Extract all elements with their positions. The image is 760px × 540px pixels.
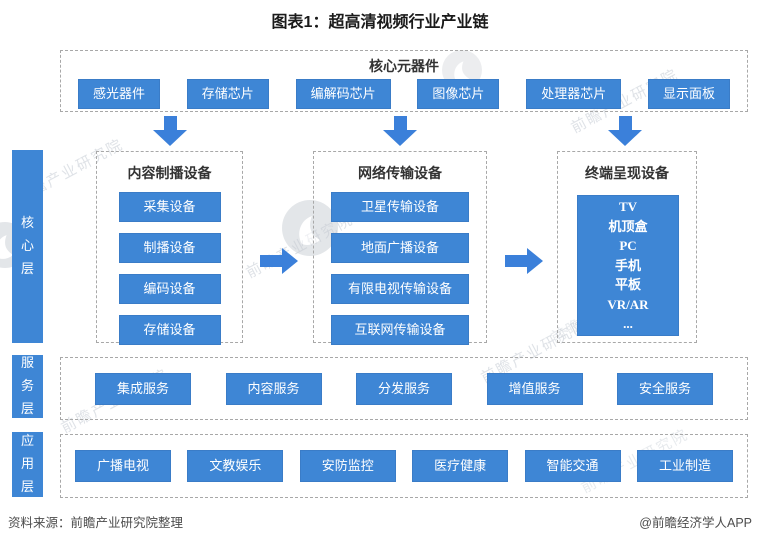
network-transmission-items: 卫星传输设备 地面广播设备 有限电视传输设备 互联网传输设备 [314, 192, 486, 345]
right-arrow-icon [505, 248, 543, 274]
terminal-device: VR/AR [607, 296, 649, 312]
equipment-item: 采集设备 [118, 192, 221, 222]
terminal-device: ... [623, 316, 633, 332]
application-item: 智能交通 [524, 450, 621, 482]
terminal-device: 手机 [614, 257, 641, 273]
equipment-item: 制播设备 [118, 233, 221, 263]
layer-label-service-text: 服务层 [20, 355, 34, 416]
component-item: 感光器件 [78, 79, 161, 109]
core-components-box: 核心元器件 感光器件 存储芯片 编解码芯片 图像芯片 处理器芯片 显示面板 [60, 50, 748, 112]
application-item: 广播电视 [75, 450, 171, 482]
down-arrow-icon [153, 116, 187, 146]
service-layer-box: 集成服务 内容服务 分发服务 增值服务 安全服务 [60, 357, 748, 420]
component-item: 显示面板 [647, 79, 730, 109]
equipment-item: 存储设备 [118, 315, 221, 345]
service-item: 安全服务 [617, 372, 713, 405]
network-transmission-box: 网络传输设备 卫星传输设备 地面广播设备 有限电视传输设备 互联网传输设备 [313, 151, 487, 345]
application-item: 医疗健康 [412, 450, 509, 482]
application-items-row: 广播电视 文教娱乐 安防监控 医疗健康 智能交通 工业制造 [61, 435, 747, 497]
terminal-devices-panel: TV 机顶盒 PC 手机 平板 VR/AR ... [577, 195, 679, 336]
layer-label-application-text: 应用层 [20, 433, 34, 494]
component-item: 编解码芯片 [295, 79, 391, 109]
service-item: 分发服务 [356, 372, 452, 405]
service-item: 集成服务 [95, 372, 191, 405]
page-title: 图表1：超高清视频行业产业链 [271, 14, 489, 31]
terminal-presentation-header: 终端呈现设备 [585, 167, 669, 182]
equipment-item: 有限电视传输设备 [331, 274, 469, 304]
content-production-box: 内容制播设备 采集设备 制播设备 编码设备 存储设备 [96, 151, 243, 345]
component-item: 图像芯片 [417, 79, 500, 109]
equipment-item: 互联网传输设备 [331, 315, 469, 345]
content-production-items: 采集设备 制播设备 编码设备 存储设备 [97, 192, 242, 345]
content-production-header: 内容制播设备 [127, 167, 212, 182]
equipment-item: 编码设备 [118, 274, 221, 304]
network-transmission-header: 网络传输设备 [358, 167, 442, 182]
core-components-header: 核心元器件 [369, 60, 439, 75]
application-item: 文教娱乐 [187, 450, 284, 482]
service-item: 内容服务 [225, 372, 322, 405]
down-arrow-icon [383, 116, 417, 146]
layer-label-service: 服务层 [12, 355, 43, 418]
application-layer-box: 广播电视 文教娱乐 安防监控 医疗健康 智能交通 工业制造 [60, 434, 748, 498]
source-note: 资料来源：前瞻产业研究院整理 [8, 516, 184, 530]
down-arrow-icon [608, 116, 642, 146]
component-item: 存储芯片 [186, 79, 269, 109]
application-item: 安防监控 [299, 450, 396, 482]
application-item: 工业制造 [636, 450, 733, 482]
equipment-item: 卫星传输设备 [331, 192, 469, 222]
terminal-device: 平板 [614, 277, 641, 293]
equipment-item: 地面广播设备 [331, 233, 469, 263]
layer-label-core-text: 核心层 [20, 215, 34, 276]
terminal-presentation-box: 终端呈现设备 TV 机顶盒 PC 手机 平板 VR/AR ... [557, 151, 697, 343]
component-item: 处理器芯片 [526, 79, 622, 109]
layer-label-core: 核心层 [12, 150, 43, 343]
right-arrow-icon [260, 248, 298, 274]
service-items-row: 集成服务 内容服务 分发服务 增值服务 安全服务 [61, 358, 747, 419]
terminal-device: PC [619, 238, 637, 254]
terminal-device: TV [618, 199, 638, 215]
terminal-device: 机顶盒 [608, 218, 648, 234]
core-components-row: 感光器件 存储芯片 编解码芯片 图像芯片 处理器芯片 显示面板 [78, 79, 730, 109]
layer-label-application: 应用层 [12, 432, 43, 497]
credit-note: @前瞻经济学人APP [639, 516, 752, 530]
service-item: 增值服务 [486, 372, 583, 405]
